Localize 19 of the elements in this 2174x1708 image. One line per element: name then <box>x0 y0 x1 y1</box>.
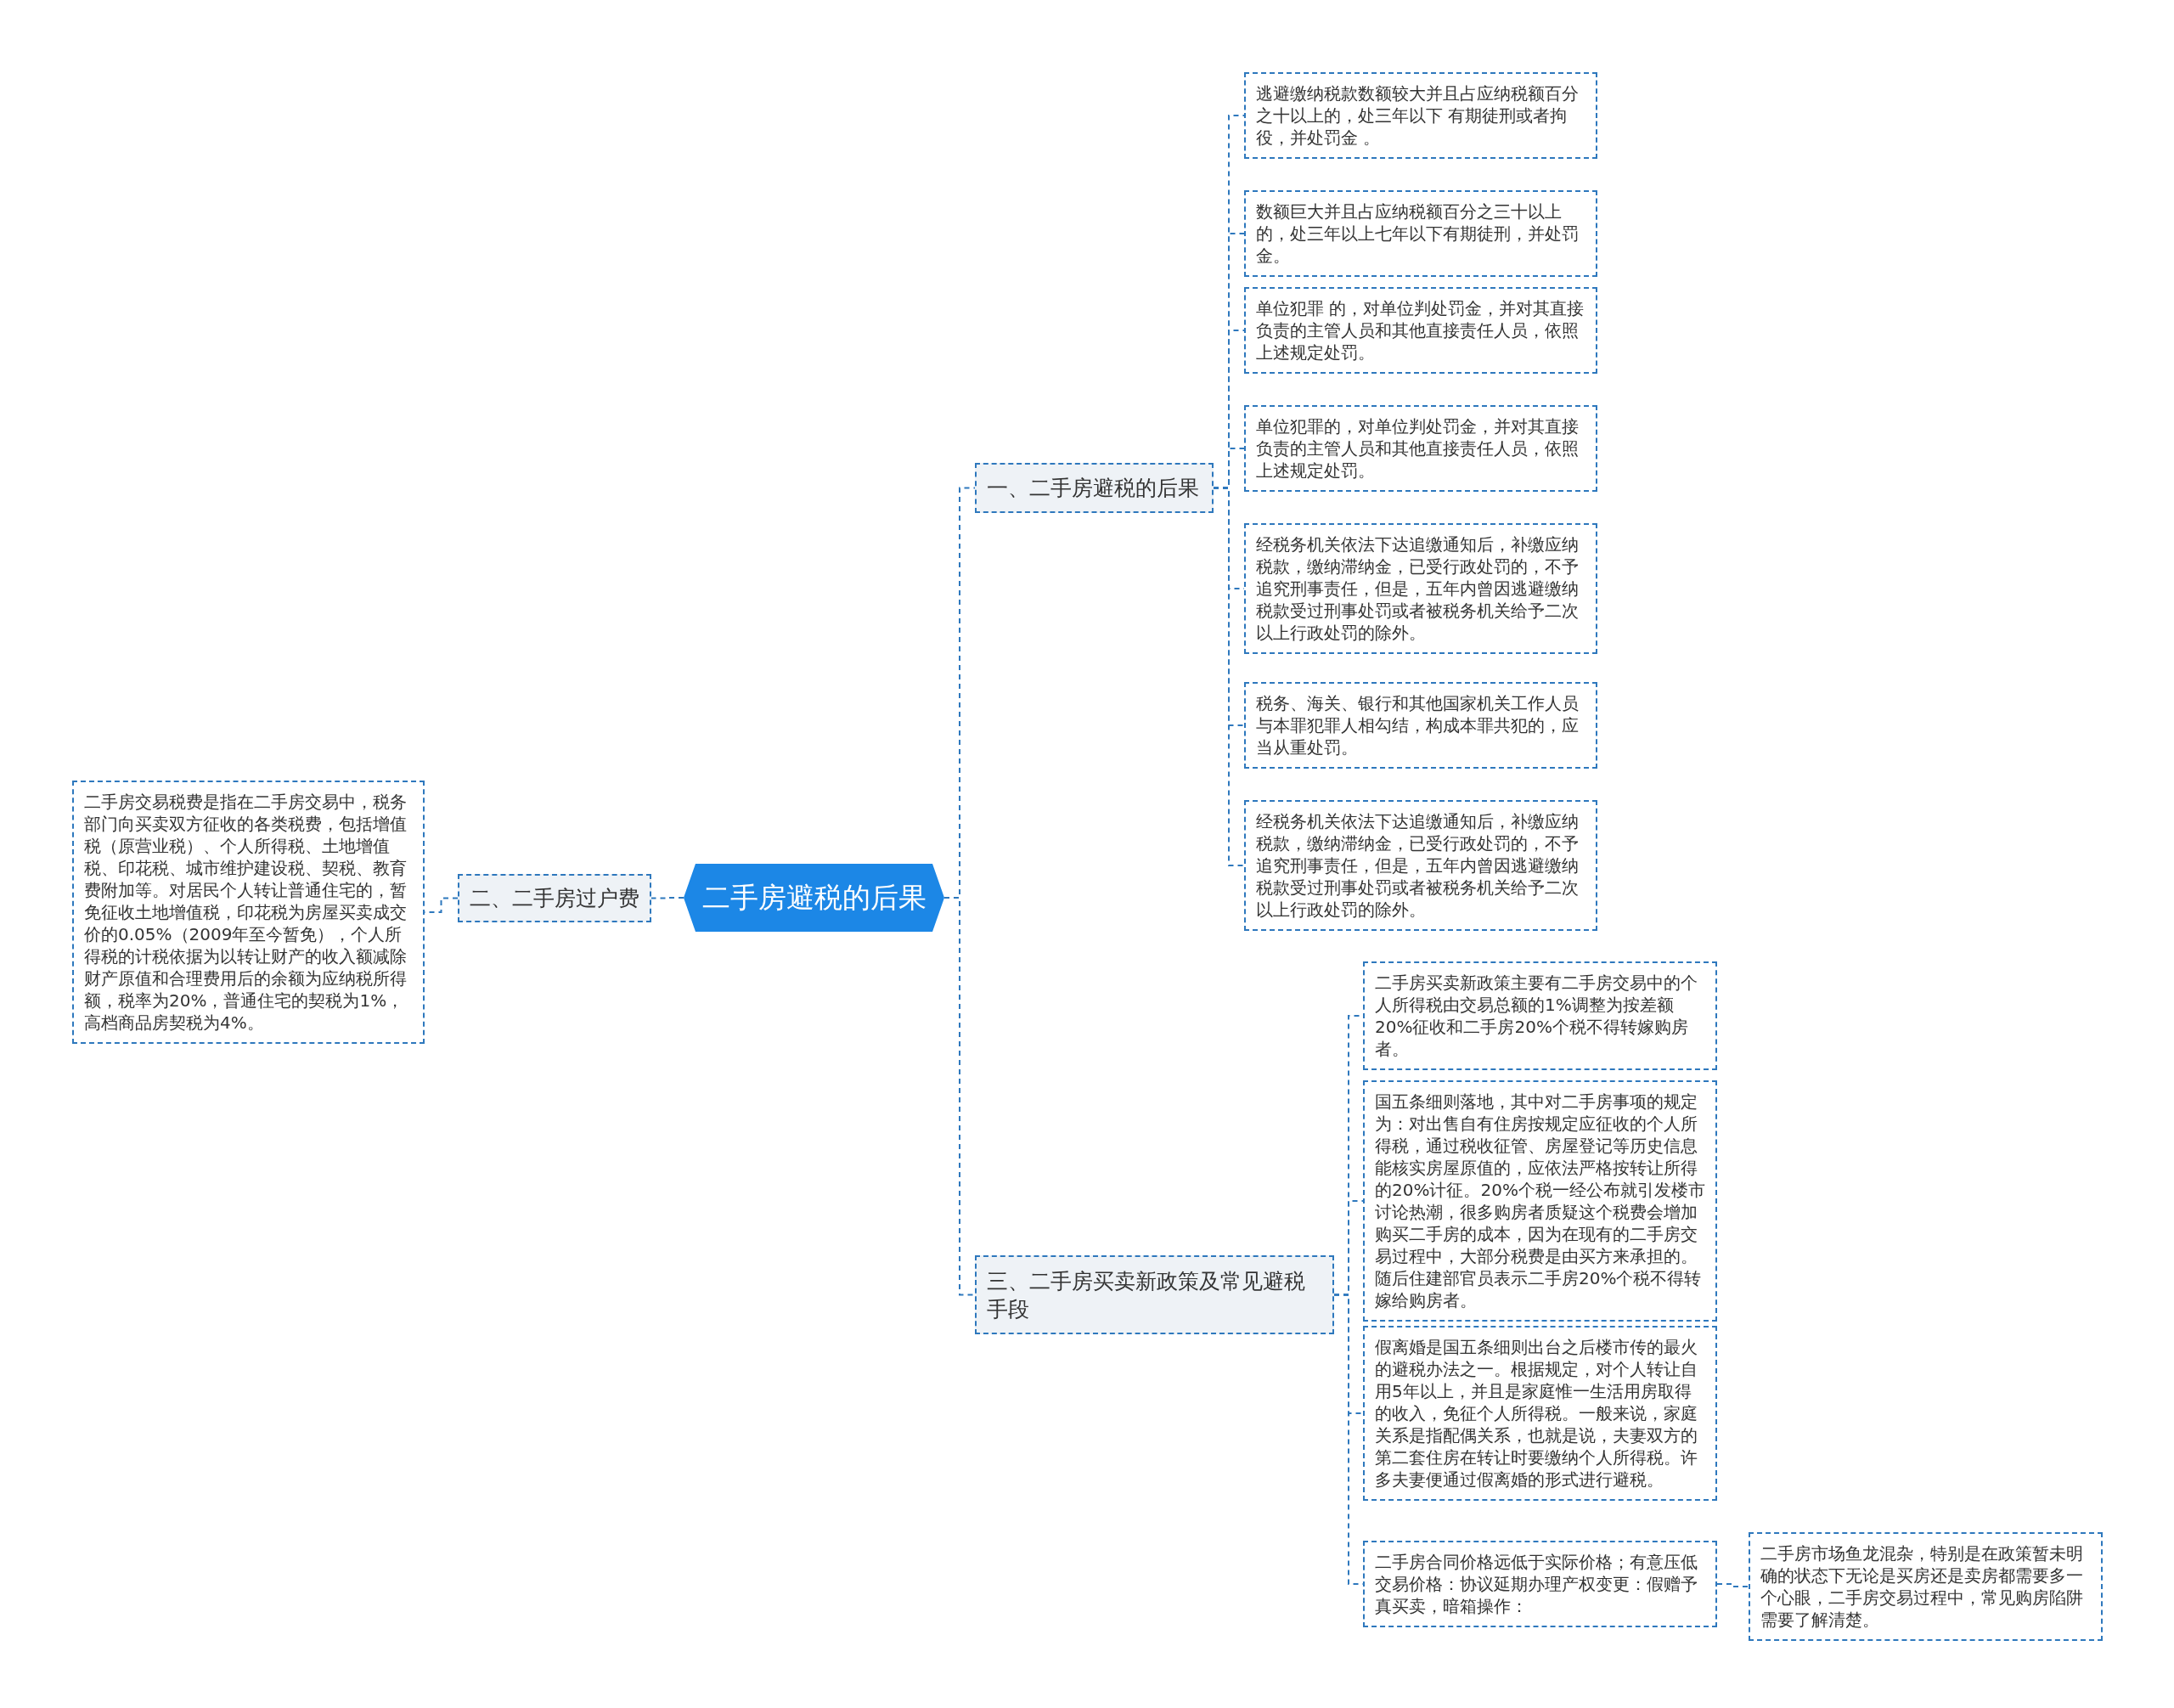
text-box: 假离婚是国五条细则出台之后楼市传的最火的避税办法之一。根据规定，对个人转让自用5年以上，并且是家庭惟一生活用房取得的收入，免征个人所得税。一般来说，家庭关系是指配偶关系，也就是说，夫妻双方的第二套住房在转让时要缴纳个人所得税。许多夫妻便通过假离婚的形式进行避税。 <box>1363 1326 1717 1501</box>
text-box: 经税务机关依法下达追缴通知后，补缴应纳税款，缴纳滞纳金，已受行政处罚的，不予追究刑事责任，但是，五年内曾因逃避缴纳税款受过刑事处罚或者被税务机关给予二次以上行政处罚的除外。 <box>1244 800 1597 931</box>
text-box: 二手房买卖新政策主要有二手房交易中的个人所得税由交易总额的1%调整为按差额20%征收和二手房20%个税不得转嫁购房者。 <box>1363 961 1717 1070</box>
text-box: 二手房合同价格远低于实际价格；有意压低交易价格：协议延期办理产权变更：假赠予真买卖，暗箱操作： <box>1363 1541 1717 1627</box>
text-box: 数额巨大并且占应纳税额百分之三十以上的，处三年以上七年以下有期徒刑，并处罚金。 <box>1244 190 1597 277</box>
connector-line <box>1716 1583 1749 1587</box>
text-box: 税务、海关、银行和其他国家机关工作人员与本罪犯罪人相勾结，构成本罪共犯的，应当从重处罚。 <box>1244 682 1597 769</box>
root-topic-hexagon: 二手房避税的后果 <box>684 864 944 932</box>
text-box: 二手房市场鱼龙混杂，特别是在政策暂未明确的状态下无论是买房还是卖房都需要多一个心眼，二手房交易过程中，常见购房陷阱需要了解清楚。 <box>1749 1532 2103 1641</box>
branch-topic-box: 一、二手房避税的后果 <box>975 463 1214 513</box>
text-box: 单位犯罪的，对单位判处罚金，并对其直接负责的主管人员和其他直接责任人员，依照上述规定处罚。 <box>1244 405 1597 492</box>
text-box: 逃避缴纳税款数额较大并且占应纳税额百分之十以上的，处三年以下 有期徒刑或者拘役，并处罚金 。 <box>1244 72 1597 159</box>
branch-topic-box: 二、二手房过户费 <box>458 874 651 922</box>
text-box: 单位犯罪 的，对单位判处罚金，并对其直接负责的主管人员和其他直接责任人员，依照上述规定处罚。 <box>1244 287 1597 374</box>
connector-line <box>651 897 684 899</box>
text-box: 二手房交易税费是指在二手房交易中，税务部门向买卖双方征收的各类税费，包括增值税（原营业税）、个人所得税、土地增值税、印花税、城市维护建设税、契税、教育费附加等。对居民个人转让普通住宅的，暂免征收土地增值税，印花税为房屋买卖成交价的0.05%（2009年至今暂免），个人所得税的计税依据为以转让财产的收入额减除财产原值和合理费用后的余额为应纳税所得额，税率为20%，普通住宅的契税为1%，高档商品房契税为4%。 <box>72 781 425 1044</box>
text-box: 经税务机关依法下达追缴通知后，补缴应纳税款，缴纳滞纳金，已受行政处罚的，不予追究刑事责任，但是，五年内曾因逃避缴纳税款受过刑事处罚或者被税务机关给予二次以上行政处罚的除外。 <box>1244 523 1597 654</box>
branch-topic-box: 三、二手房买卖新政策及常见避税手段 <box>975 1255 1334 1334</box>
text-box: 国五条细则落地，其中对二手房事项的规定为：对出售自有住房按规定应征收的个人所得税，通过税收征管、房屋登记等历史信息能核实房屋原值的，应依法严格按转让所得的20%计征。20%个税一经公布就引发楼市讨论热潮，很多购房者质疑这个税费会增加购买二手房的成本，因为在现有的二手房交易过程中，大部分税费是由买方来承担的。随后住建部官员表示二手房20%个税不得转嫁给购房者。 <box>1363 1080 1717 1322</box>
